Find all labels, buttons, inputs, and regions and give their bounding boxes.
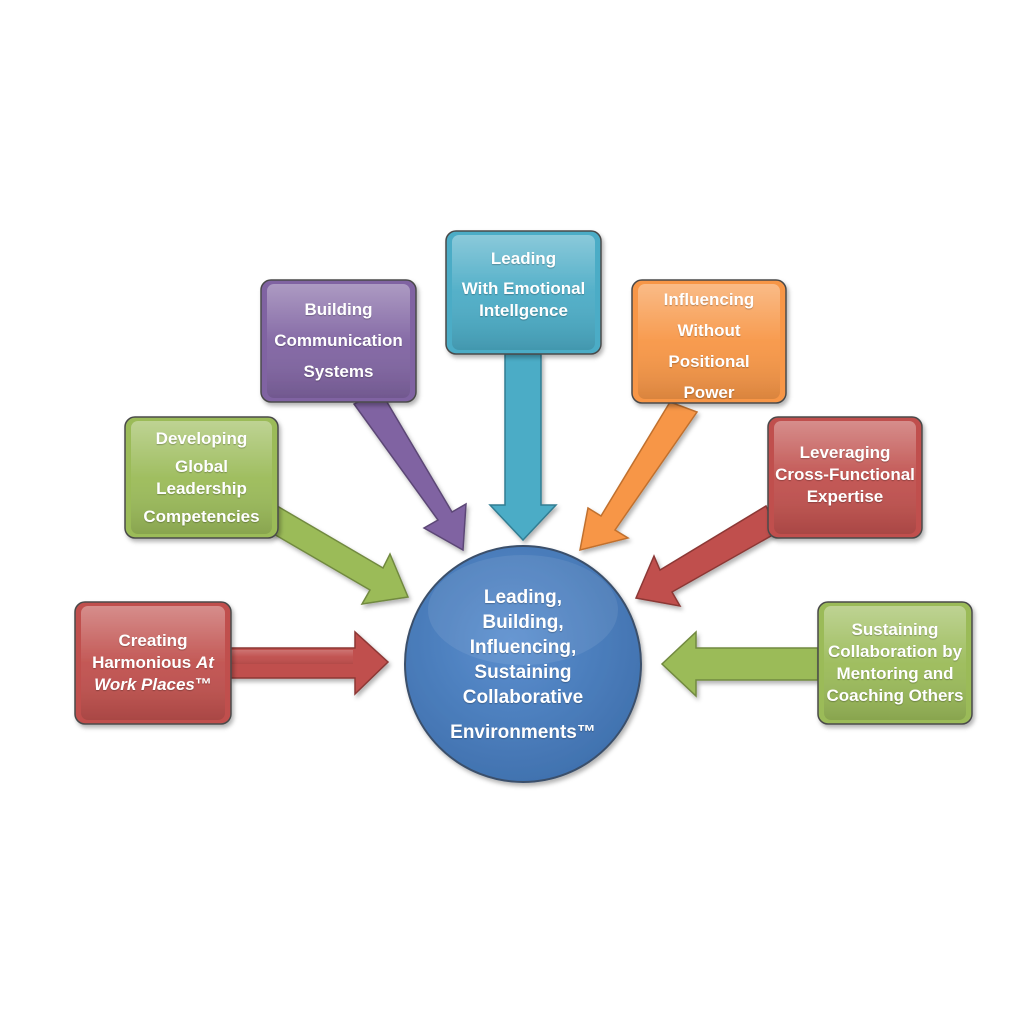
sustaining-line: Sustaining — [851, 620, 939, 639]
center-line: Leading, — [483, 587, 563, 608]
building-line: Building — [304, 300, 373, 319]
leading-ei-line: With Emotional — [461, 279, 586, 298]
leveraging-line: Leveraging — [799, 443, 891, 462]
box-creating — [74, 601, 232, 725]
sustaining-line: Collaboration by — [827, 642, 963, 661]
creating-line-2: Harmonious At — [92, 652, 214, 674]
creating-line-3-italic: Work Places — [94, 675, 195, 694]
box-influencing — [631, 279, 787, 404]
arrow-building — [352, 391, 467, 552]
influencing-line: Without — [677, 320, 741, 340]
box-building — [260, 279, 417, 403]
arrow-leading-ei — [488, 353, 558, 542]
label-developing: Developing Global Leadership Competencie… — [128, 420, 275, 535]
label-creating: Creating Harmonious At Work Places™ — [78, 605, 228, 721]
center-line: Building, — [482, 612, 564, 633]
label-leading-ei: Leading With Emotional Intellgence — [449, 240, 598, 330]
center-line: Collaborative — [462, 687, 584, 708]
creating-line-2-italic: At — [195, 653, 214, 672]
label-leveraging: Leveraging Cross-Functional Expertise — [771, 430, 919, 520]
box-developing — [124, 416, 279, 539]
arrow-leveraging — [634, 504, 779, 608]
leading-ei-line: Intellgence — [479, 301, 568, 320]
sustaining-line: Mentoring and — [836, 664, 954, 683]
arrow-sustaining — [660, 630, 819, 698]
arrow-developing — [259, 501, 410, 605]
leading-ei-line: Leading — [490, 249, 557, 268]
influencing-line: Power — [683, 382, 735, 402]
center-line: Sustaining — [474, 662, 572, 683]
developing-line: Leadership — [156, 478, 247, 498]
box-sustaining — [817, 601, 973, 725]
leveraging-line: Cross-Functional — [775, 465, 915, 484]
leveraging-line: Expertise — [806, 487, 884, 506]
center-label: Leading, Building, Influencing, Sustaini… — [425, 570, 621, 760]
developing-line: Competencies — [143, 506, 260, 526]
center-line: Environments™ — [450, 722, 596, 743]
label-building: Building Communication Systems — [264, 283, 413, 399]
creating-line-3: Work Places™ — [94, 674, 212, 696]
sustaining-line: Coaching Others — [826, 686, 964, 705]
box-leveraging — [767, 416, 923, 539]
building-line: Systems — [303, 362, 374, 381]
label-sustaining: Sustaining Collaboration by Mentoring an… — [821, 605, 969, 721]
arrow-influencing — [579, 401, 699, 552]
creating-line-1: Creating — [118, 631, 188, 650]
center-line: Influencing, — [469, 637, 577, 658]
building-line: Communication — [274, 331, 403, 350]
label-influencing: Influencing Without Positional Power — [635, 283, 783, 409]
developing-line: Developing — [155, 428, 248, 448]
box-leading-ei — [445, 230, 602, 355]
influencing-line: Influencing — [663, 289, 755, 309]
creating-line-3-mark: ™ — [194, 675, 212, 694]
developing-line: Global — [175, 456, 228, 476]
influencing-line: Positional — [668, 351, 750, 371]
center-circle — [404, 545, 642, 783]
creating-line-2-normal: Harmonious — [92, 653, 196, 672]
